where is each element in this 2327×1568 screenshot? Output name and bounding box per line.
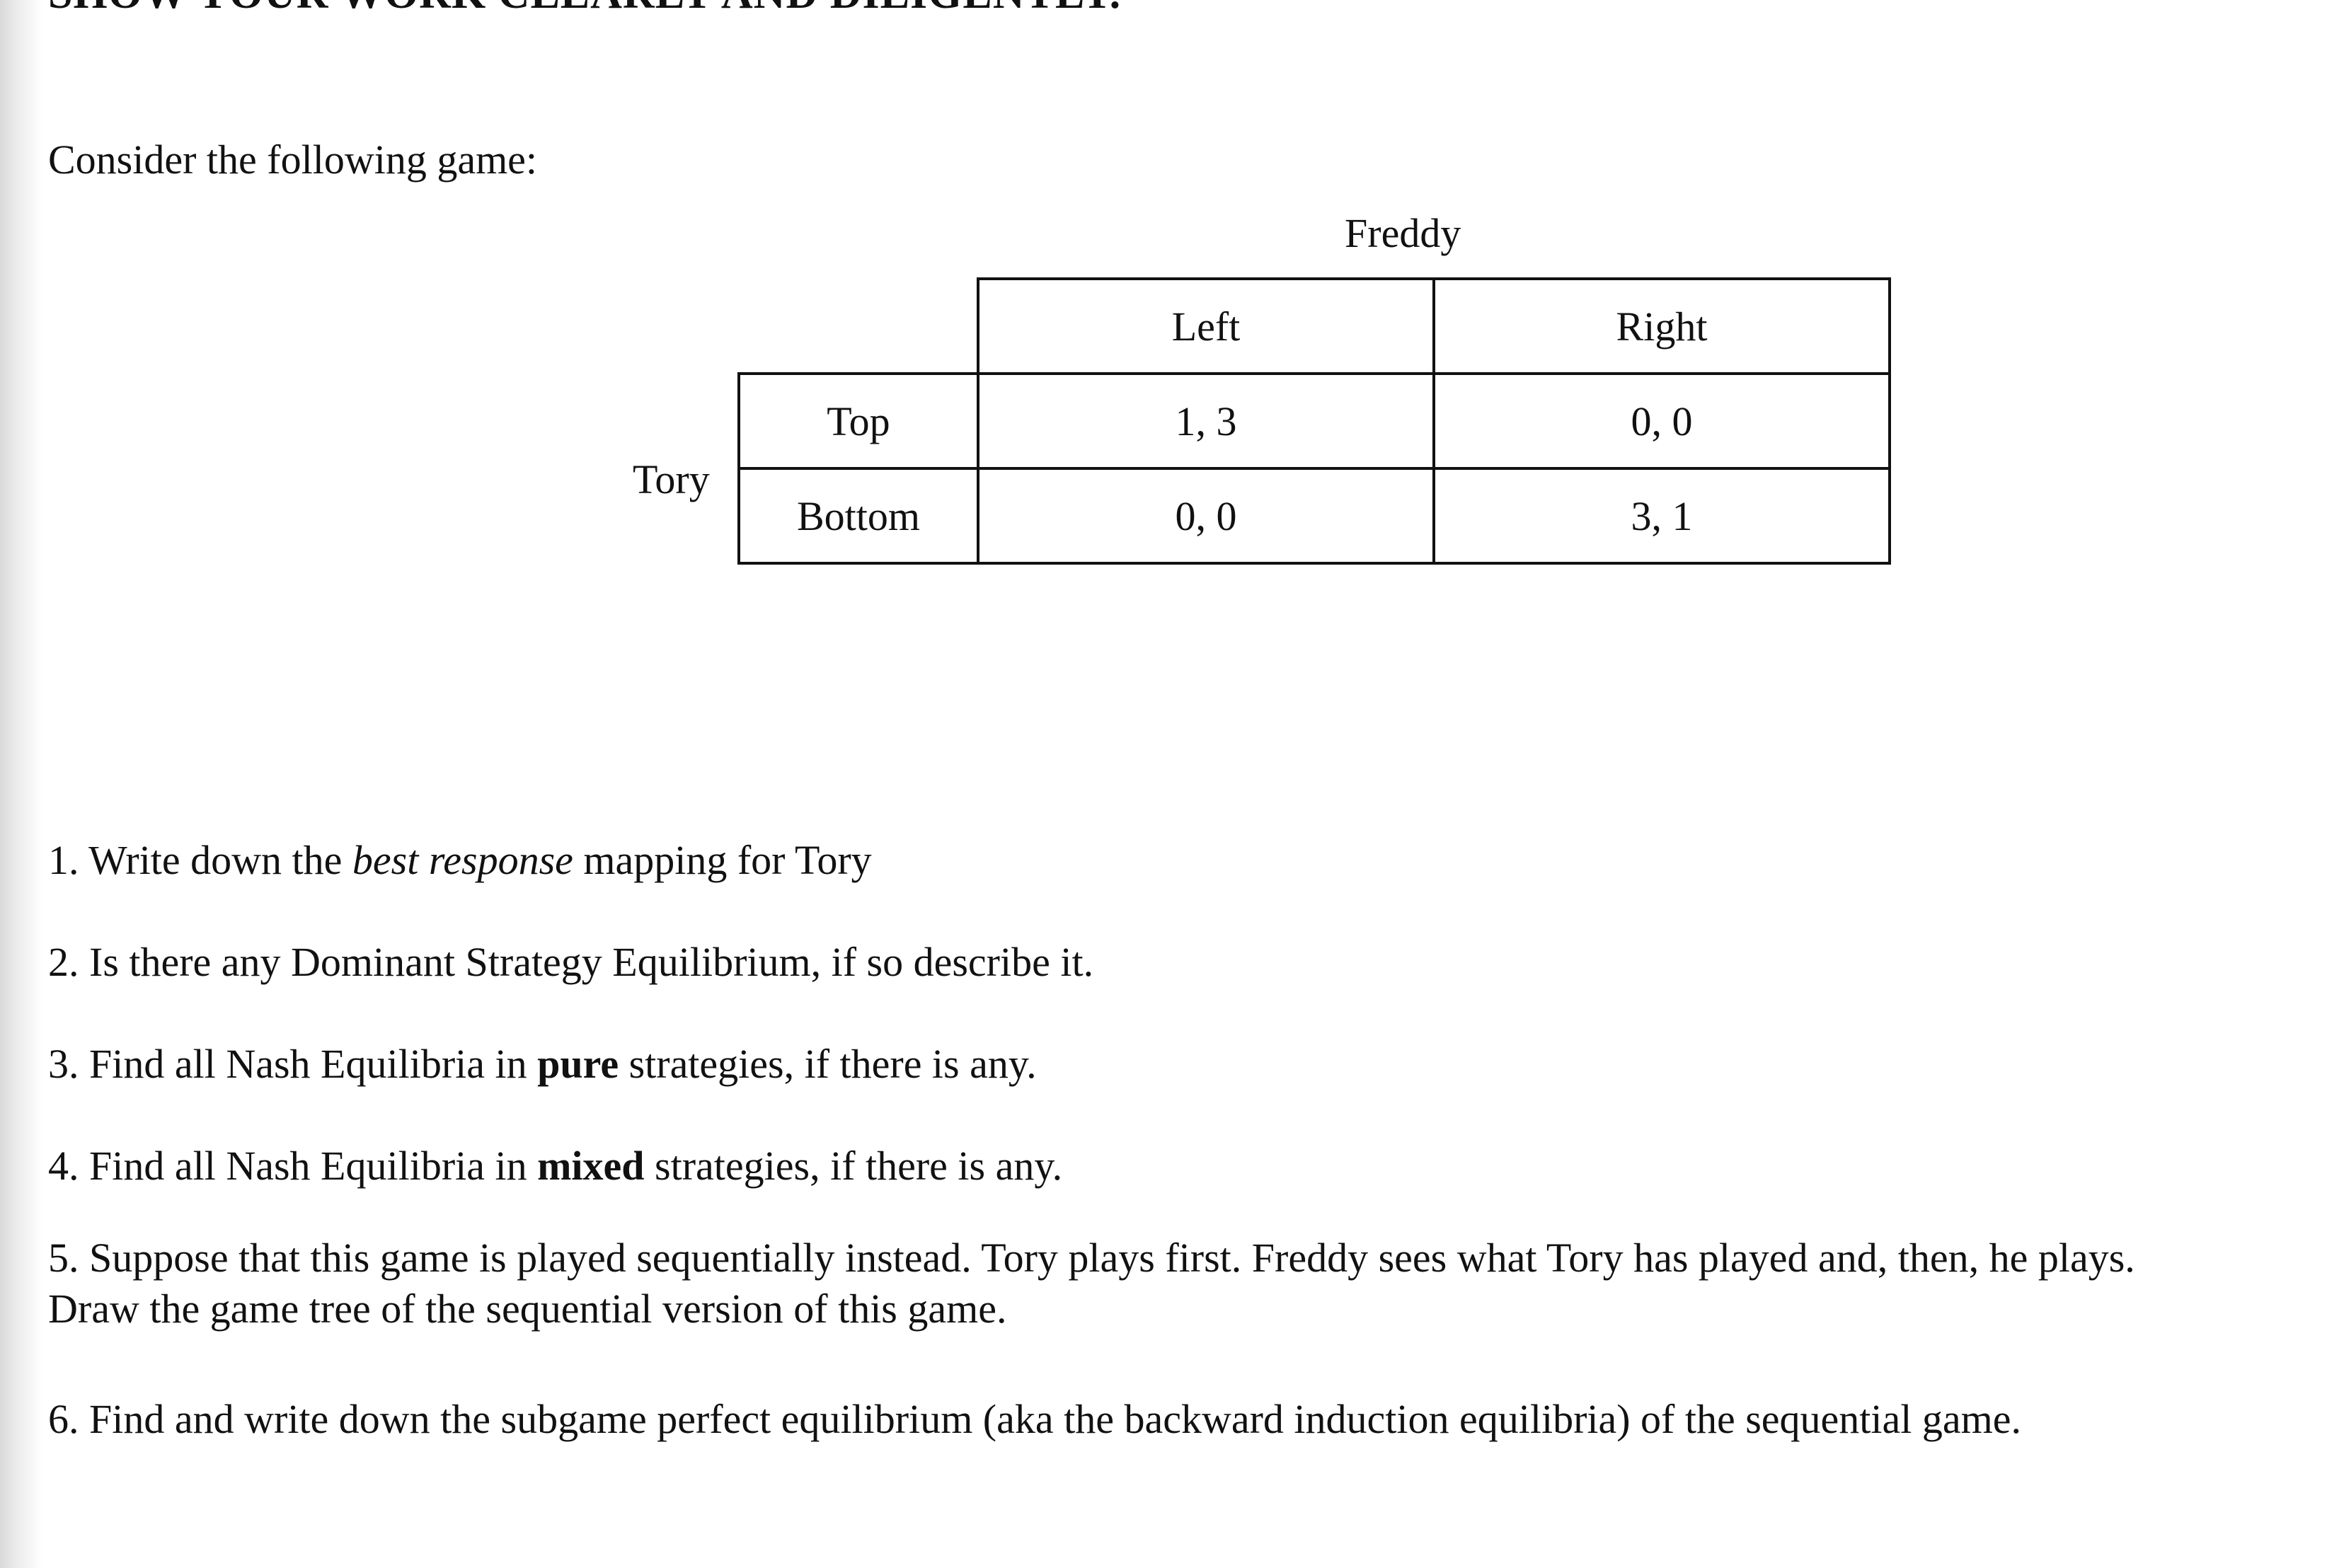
payoff-matrix: Left Right Top 1, 3 0, 0 Bottom 0, 0 3, … xyxy=(737,277,1891,565)
column-header-left: Left xyxy=(977,277,1435,375)
instructions-heading: SHOW YOUR WORK CLEARLY AND DILIGENTLY. xyxy=(48,0,1121,19)
column-header-right: Right xyxy=(1432,277,1891,375)
question-text: strategies, if there is any. xyxy=(644,1143,1063,1189)
page-edge-shadow xyxy=(0,0,42,1568)
question-emphasis: best response xyxy=(352,837,573,883)
intro-text: Consider the following game: xyxy=(48,137,538,183)
question-line: Draw the game tree of the sequential ver… xyxy=(48,1286,1007,1332)
question-bold: mixed xyxy=(537,1143,645,1189)
question-3: 3. Find all Nash Equilibria in pure stra… xyxy=(48,1040,1037,1088)
empty-corner-cell xyxy=(739,279,979,375)
row-header-top: Top xyxy=(737,372,979,470)
question-6: 6. Find and write down the subgame perfe… xyxy=(48,1396,2021,1442)
payoff-cell: 3, 1 xyxy=(1432,467,1891,565)
question-2: 2. Is there any Dominant Strategy Equili… xyxy=(48,939,1094,985)
row-header-bottom: Bottom xyxy=(737,467,979,565)
question-5: 5. Suppose that this game is played sequ… xyxy=(48,1233,2285,1334)
table-header-row: Left Right xyxy=(739,277,1891,375)
question-text: mapping for Tory xyxy=(573,837,872,883)
payoff-cell: 0, 0 xyxy=(977,467,1435,565)
table-row: Top 1, 3 0, 0 xyxy=(737,372,1891,470)
payoff-cell: 1, 3 xyxy=(977,372,1435,470)
column-player-label: Freddy xyxy=(1345,210,1461,256)
question-text: 4. Find all Nash Equilibria in xyxy=(48,1143,538,1189)
payoff-cell: 0, 0 xyxy=(1432,372,1891,470)
question-4: 4. Find all Nash Equilibria in mixed str… xyxy=(48,1142,1062,1189)
row-player-label: Tory xyxy=(633,456,710,502)
question-1: 1. Write down the best response mapping … xyxy=(48,836,872,884)
question-bold: pure xyxy=(537,1041,619,1087)
question-text: 1. Write down the xyxy=(48,837,352,883)
table-row: Bottom 0, 0 3, 1 xyxy=(737,467,1891,565)
question-text: 3. Find all Nash Equilibria in xyxy=(48,1041,538,1087)
question-text: strategies, if there is any. xyxy=(619,1041,1037,1087)
question-line: 5. Suppose that this game is played sequ… xyxy=(48,1235,2135,1281)
